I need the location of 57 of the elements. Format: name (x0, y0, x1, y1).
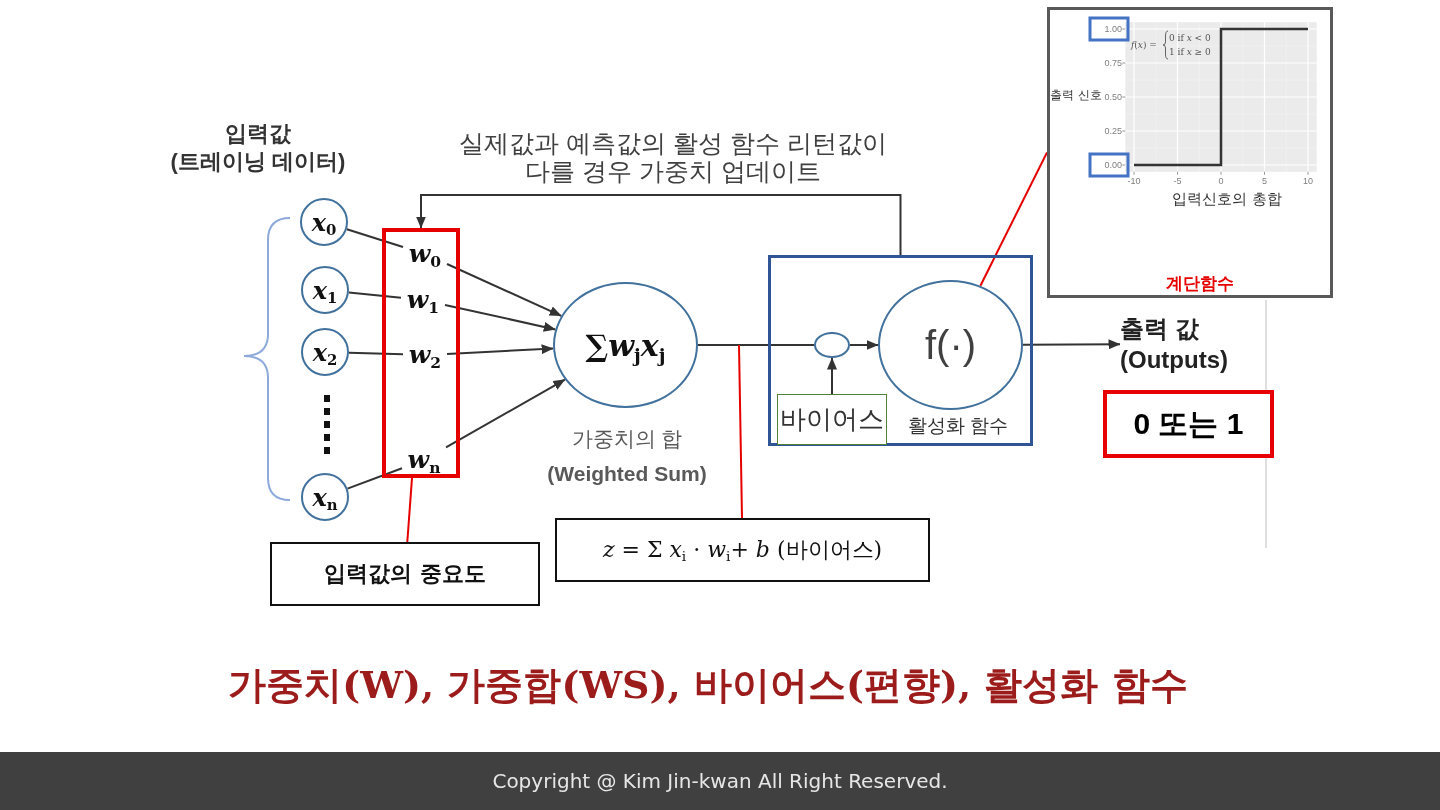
tick-label: 1.00 (1104, 24, 1122, 34)
input-circle: x$_{n}$ (301, 473, 349, 521)
slide-title: 가중치(W), 가중합(WS), 바이어스(편향), 활성화 함수 (228, 661, 1188, 709)
connector-line (345, 228, 404, 248)
tick-label: -5 (1173, 176, 1182, 186)
connector-line (348, 351, 404, 356)
weight-symbol: w$_{0}$ (403, 240, 447, 268)
node-caption: 가중치의 합 (Weighted Sum) (546, 426, 708, 487)
feedback-arrow (416, 194, 902, 256)
junction-circle (814, 332, 850, 358)
arrow (446, 263, 563, 317)
arrow (849, 340, 879, 350)
bias-box: 바이어스 (777, 394, 887, 445)
formula-text: 0 if x < 0 (1169, 33, 1211, 43)
weight-symbol: w$_{2}$ (403, 341, 447, 369)
arrow (827, 357, 837, 395)
sum-circle: ∑w$_{j}$x$_{j}$ (553, 282, 698, 408)
callout-box: 입력값의 중요도 (270, 542, 540, 606)
axis-title: 입력신호의 총합 (1172, 190, 1282, 209)
formula-text: f(x) = (1131, 40, 1157, 50)
tick-label: 0.75 (1104, 58, 1122, 68)
input-circle: x$_{1}$ (301, 266, 349, 314)
formula-box: z = Σ x$_{i}$ · w$_{i}$+ b (바이어스) (555, 518, 930, 582)
leader-line (406, 477, 413, 543)
arrow (444, 303, 557, 332)
arrow (445, 378, 566, 449)
weight-box (382, 228, 460, 478)
arrow (446, 344, 555, 355)
result-box: 0 또는 1 (1103, 390, 1274, 458)
formula-text: 1 if x ≥ 0 (1169, 47, 1211, 57)
axis-title: 출력 신호 (1050, 86, 1102, 104)
connector-line (697, 344, 815, 346)
heading-text: 입력값 (225, 120, 291, 148)
input-circle: x$_{2}$ (301, 328, 349, 376)
footer-bar: Copyright @ Kim Jin-kwan All Right Reserved. (0, 752, 1440, 810)
tick-label: 0.25 (1104, 126, 1122, 136)
output-label: 출력 값 (Outputs) (1120, 313, 1260, 375)
heading-text: (트레이닝 데이터) (170, 148, 346, 176)
connector-line (347, 291, 402, 299)
input-circle: x$_{0}$ (300, 198, 348, 246)
tick-label: 10 (1303, 176, 1313, 186)
weight-symbol: w$_{n}$ (402, 446, 446, 474)
panel-title: 계단함수 (1166, 273, 1234, 295)
leader-line (738, 344, 743, 519)
arrow (1022, 339, 1121, 350)
weight-symbol: w$_{1}$ (401, 286, 445, 314)
tick-label: 5 (1262, 176, 1267, 186)
connector-line (346, 467, 403, 490)
tick-label: -10 (1127, 176, 1141, 186)
leader-line (979, 151, 1048, 287)
activation-box (768, 255, 1033, 446)
tick-label: 0 (1218, 176, 1224, 186)
function-circle: f(·) (878, 280, 1023, 410)
inset-panel (1047, 7, 1333, 298)
node-caption: 활성화 함수 (907, 414, 1009, 438)
tick-label: 0.50 (1104, 92, 1122, 102)
tick-label: 0.00 (1104, 160, 1122, 170)
